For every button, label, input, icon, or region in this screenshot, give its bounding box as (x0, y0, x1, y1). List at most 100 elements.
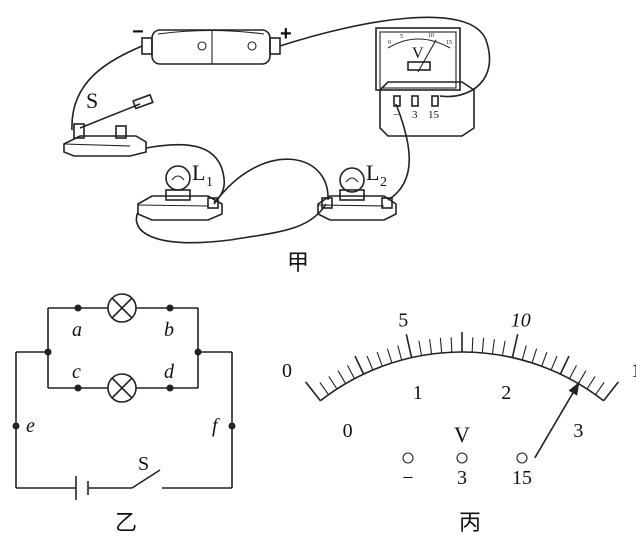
dial-tick (376, 351, 383, 367)
node-b-label: b (164, 319, 174, 341)
battery-minus-label: − (132, 21, 144, 43)
dial-tick (595, 382, 605, 395)
voltmeter-a-dial-10: 10 (428, 33, 434, 39)
dial-tick (328, 376, 338, 390)
schematic-switch-label: S (138, 453, 149, 475)
terminal-3-circle (456, 452, 468, 464)
node-f-label: f (212, 415, 220, 437)
dial-arc (319, 351, 605, 402)
caption-yi: 乙 (115, 510, 137, 535)
dial-tick (304, 381, 322, 402)
dial-tick (569, 365, 578, 379)
node-e-label: e (26, 415, 35, 437)
battery-pack: − + (132, 21, 292, 65)
dial-tick (491, 339, 495, 355)
node-d-dot (166, 384, 174, 392)
switch-s-label-a: S (86, 88, 98, 113)
dial-needle-shaft (534, 381, 581, 459)
schematic-wires (15, 307, 233, 489)
node-f-dot (228, 422, 236, 430)
dial-tick (586, 376, 596, 390)
caption-jia: 甲 (287, 250, 309, 275)
dial-tick (397, 345, 403, 361)
voltmeter-a-dial-5: 5 (400, 34, 403, 40)
dial-upper-label-0: 0 (282, 360, 292, 382)
dial-upper-label-10: 10 (511, 310, 531, 332)
dial-upper-label-15: 15 (631, 360, 636, 382)
dial-lower-label-1: 1 (413, 382, 423, 404)
dial-needle (534, 381, 581, 459)
node-a-label: a (72, 319, 82, 341)
dial-lower-label-0: 0 (343, 420, 353, 442)
lamp-l2-subscript: 2 (380, 175, 387, 190)
lamp-l1-label: L (192, 160, 205, 185)
dial-tick (541, 351, 548, 367)
dial-tick (550, 355, 558, 371)
junction-right (194, 348, 202, 356)
dial-lower-label-2: 2 (501, 382, 511, 404)
dial-ticks (304, 332, 620, 402)
caption-bing: 丙 (459, 510, 481, 535)
lamp-l1-subscript: 1 (206, 175, 213, 190)
dial-tick (439, 337, 443, 353)
knife-switch: S (63, 88, 154, 157)
dial-tick (405, 334, 413, 358)
lamp-l2: L 2 (317, 160, 397, 221)
node-b-dot (166, 304, 174, 312)
dial-lower-labels: 0 1 2 3 (343, 382, 584, 442)
schematic-battery (75, 476, 89, 500)
dial-tick (346, 365, 355, 379)
voltmeter: V 0 5 10 15 − 3 15 (375, 27, 475, 137)
dial-tick (450, 337, 453, 353)
dial-tick (337, 370, 347, 384)
schematic-lamp-ab (107, 293, 137, 323)
schematic-lamp-cd (107, 373, 137, 403)
schematic-nodes (12, 304, 236, 430)
voltmeter-a-dial-15: 15 (446, 40, 452, 46)
voltmeter-a-terminal-15: 15 (428, 109, 440, 121)
junction-left (44, 348, 52, 356)
terminal-minus-circle (402, 452, 414, 464)
dial-tick (501, 340, 506, 356)
node-a-dot (74, 304, 82, 312)
dial-tick (319, 382, 329, 395)
lamp-l1: L 1 (137, 160, 223, 221)
figure-b: S a b c d e f 乙 (12, 293, 236, 535)
voltmeter-a-symbol: V (412, 45, 424, 62)
node-c-label: c (72, 361, 81, 383)
terminal-3-label: 3 (457, 467, 467, 489)
node-c-dot (74, 384, 82, 392)
dial-tick (577, 370, 587, 384)
voltmeter-a-terminal-3: 3 (412, 109, 418, 121)
dial-tick (511, 334, 519, 358)
dial-tick (418, 340, 423, 356)
battery-plus-label: + (280, 23, 292, 45)
terminal-15-label: 15 (512, 467, 532, 489)
terminal-minus-label: − (402, 467, 413, 489)
dial-tick (429, 339, 433, 355)
dial-upper-label-5: 5 (398, 310, 408, 332)
voltmeter-a-terminal-minus: − (393, 109, 399, 121)
dial-tick (531, 348, 538, 364)
dial-tick (559, 355, 570, 375)
voltmeter-a-dial-0: 0 (388, 40, 391, 46)
dial-v-symbol: V (454, 422, 470, 447)
dial-tick (471, 337, 474, 353)
dial-tick (354, 355, 365, 375)
node-e-dot (12, 422, 20, 430)
dial-lower-label-3: 3 (573, 420, 583, 442)
figure-c: 0 5 10 15 0 1 2 3 V − 3 15 丙 (282, 310, 636, 535)
dial-tick (386, 348, 393, 364)
figure-a: − + S L 1 (63, 16, 491, 275)
dial-tick (602, 381, 620, 402)
dial-needle-arrowhead (568, 381, 580, 396)
dial-tick (481, 337, 485, 353)
schematic-switch: S (131, 453, 161, 489)
lamp-l2-label: L (366, 160, 379, 185)
node-d-label: d (164, 361, 175, 383)
wires-a (71, 16, 491, 244)
dial-upper-labels: 0 5 10 15 (282, 310, 636, 382)
dial-tick (366, 355, 374, 371)
dial-tick (521, 345, 527, 361)
